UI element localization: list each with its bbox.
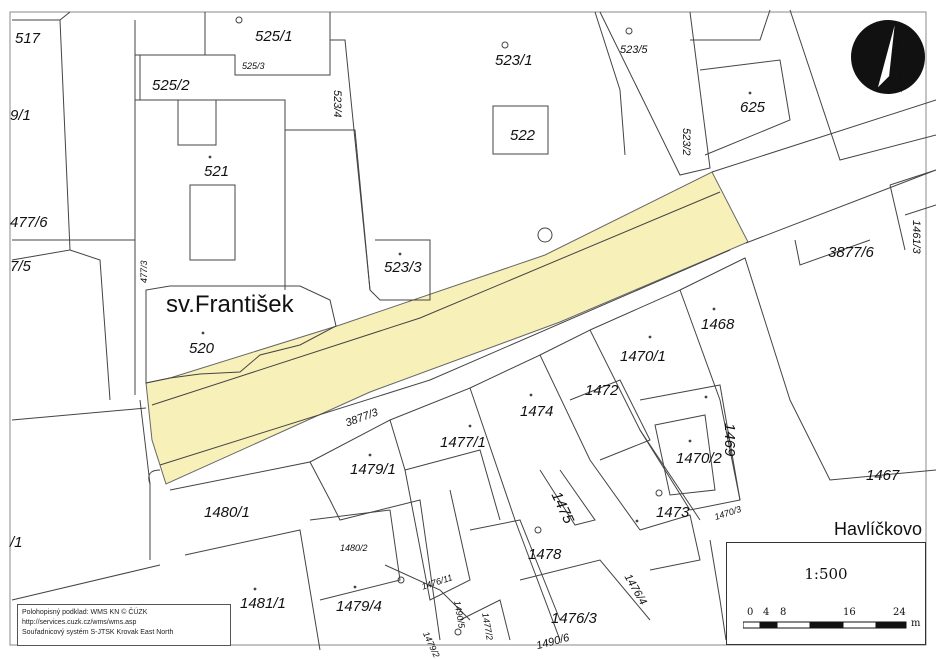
source-attribution: Polohopisný podklad: WMS KN © ČÚZK http:… bbox=[17, 604, 231, 646]
parcel-label: 3877/6 bbox=[828, 244, 874, 261]
parcel-label: 1480/1 bbox=[204, 504, 250, 521]
parcel-label: 520 bbox=[189, 340, 215, 357]
parcel-label: 1481/1 bbox=[240, 595, 286, 612]
source-url: http://services.cuzk.cz/wms/wms.asp bbox=[22, 619, 137, 626]
parcel-label: 1479/4 bbox=[336, 598, 382, 615]
scale-tick: 8 bbox=[780, 607, 787, 618]
parcel-label: 1476/3 bbox=[551, 610, 597, 627]
street-name-label: Havlíčkovo bbox=[834, 519, 923, 539]
parcel-label: 522 bbox=[510, 127, 536, 144]
parcel-label: 517 bbox=[15, 30, 41, 47]
parcel-label: 523/5 bbox=[620, 44, 648, 56]
source-line: Polohopisný podklad: WMS KN © ČÚZK bbox=[22, 609, 148, 616]
parcel-label: 1469 bbox=[721, 423, 738, 457]
parcel-label: 523/4 bbox=[331, 90, 343, 118]
parcel-label: 1470/2 bbox=[676, 450, 722, 467]
scale-tick: 0 bbox=[747, 607, 754, 618]
parcel-label: 1480/2 bbox=[340, 543, 368, 553]
scale-tick: 24 bbox=[893, 607, 906, 618]
parcel-label: 9/1 bbox=[10, 107, 31, 124]
scale-tick: 16 bbox=[843, 607, 856, 618]
scale-unit: m bbox=[911, 618, 921, 629]
parcel-label: 1473 bbox=[656, 504, 690, 521]
parcel-label: 1477/1 bbox=[440, 434, 486, 451]
parcel-label: 1467 bbox=[866, 467, 900, 484]
parcel-label: 1472 bbox=[585, 382, 619, 399]
parcel-label: 1461/3 bbox=[910, 220, 922, 254]
parcel-label: 1468 bbox=[701, 316, 735, 333]
parcel-label: 523/3 bbox=[384, 259, 422, 276]
church-name-label: sv.František bbox=[166, 291, 294, 318]
scale-legend: 1:500 0 4 8 16 24 m bbox=[726, 542, 926, 645]
parcel-label: 1478 bbox=[528, 546, 562, 563]
scale-bar bbox=[743, 621, 907, 629]
parcel-label: 1470/1 bbox=[620, 348, 666, 365]
parcel-label: 1474 bbox=[520, 403, 554, 420]
parcel-label: 525/3 bbox=[242, 61, 265, 71]
parcel-label: /1 bbox=[10, 534, 23, 551]
scale-ratio: 1:500 bbox=[804, 565, 848, 583]
parcel-label: 523/1 bbox=[495, 52, 533, 69]
parcel-label: 1479/1 bbox=[350, 461, 396, 478]
parcel-label: 477/6 bbox=[10, 214, 48, 231]
parcel-label: 7/5 bbox=[10, 258, 31, 275]
parcel-label: 477/3 bbox=[139, 260, 149, 283]
parcel-label: 525/2 bbox=[152, 77, 190, 94]
scale-tick: 4 bbox=[763, 607, 770, 618]
parcel-label: 523/2 bbox=[680, 128, 692, 156]
parcel-label: 525/1 bbox=[255, 28, 293, 45]
parcel-label: 521 bbox=[204, 163, 230, 180]
parcel-label: 625 bbox=[740, 99, 766, 116]
north-arrow-icon bbox=[851, 20, 925, 94]
source-line: Souřadnicový systém S-JTSK Krovak East N… bbox=[22, 629, 174, 636]
